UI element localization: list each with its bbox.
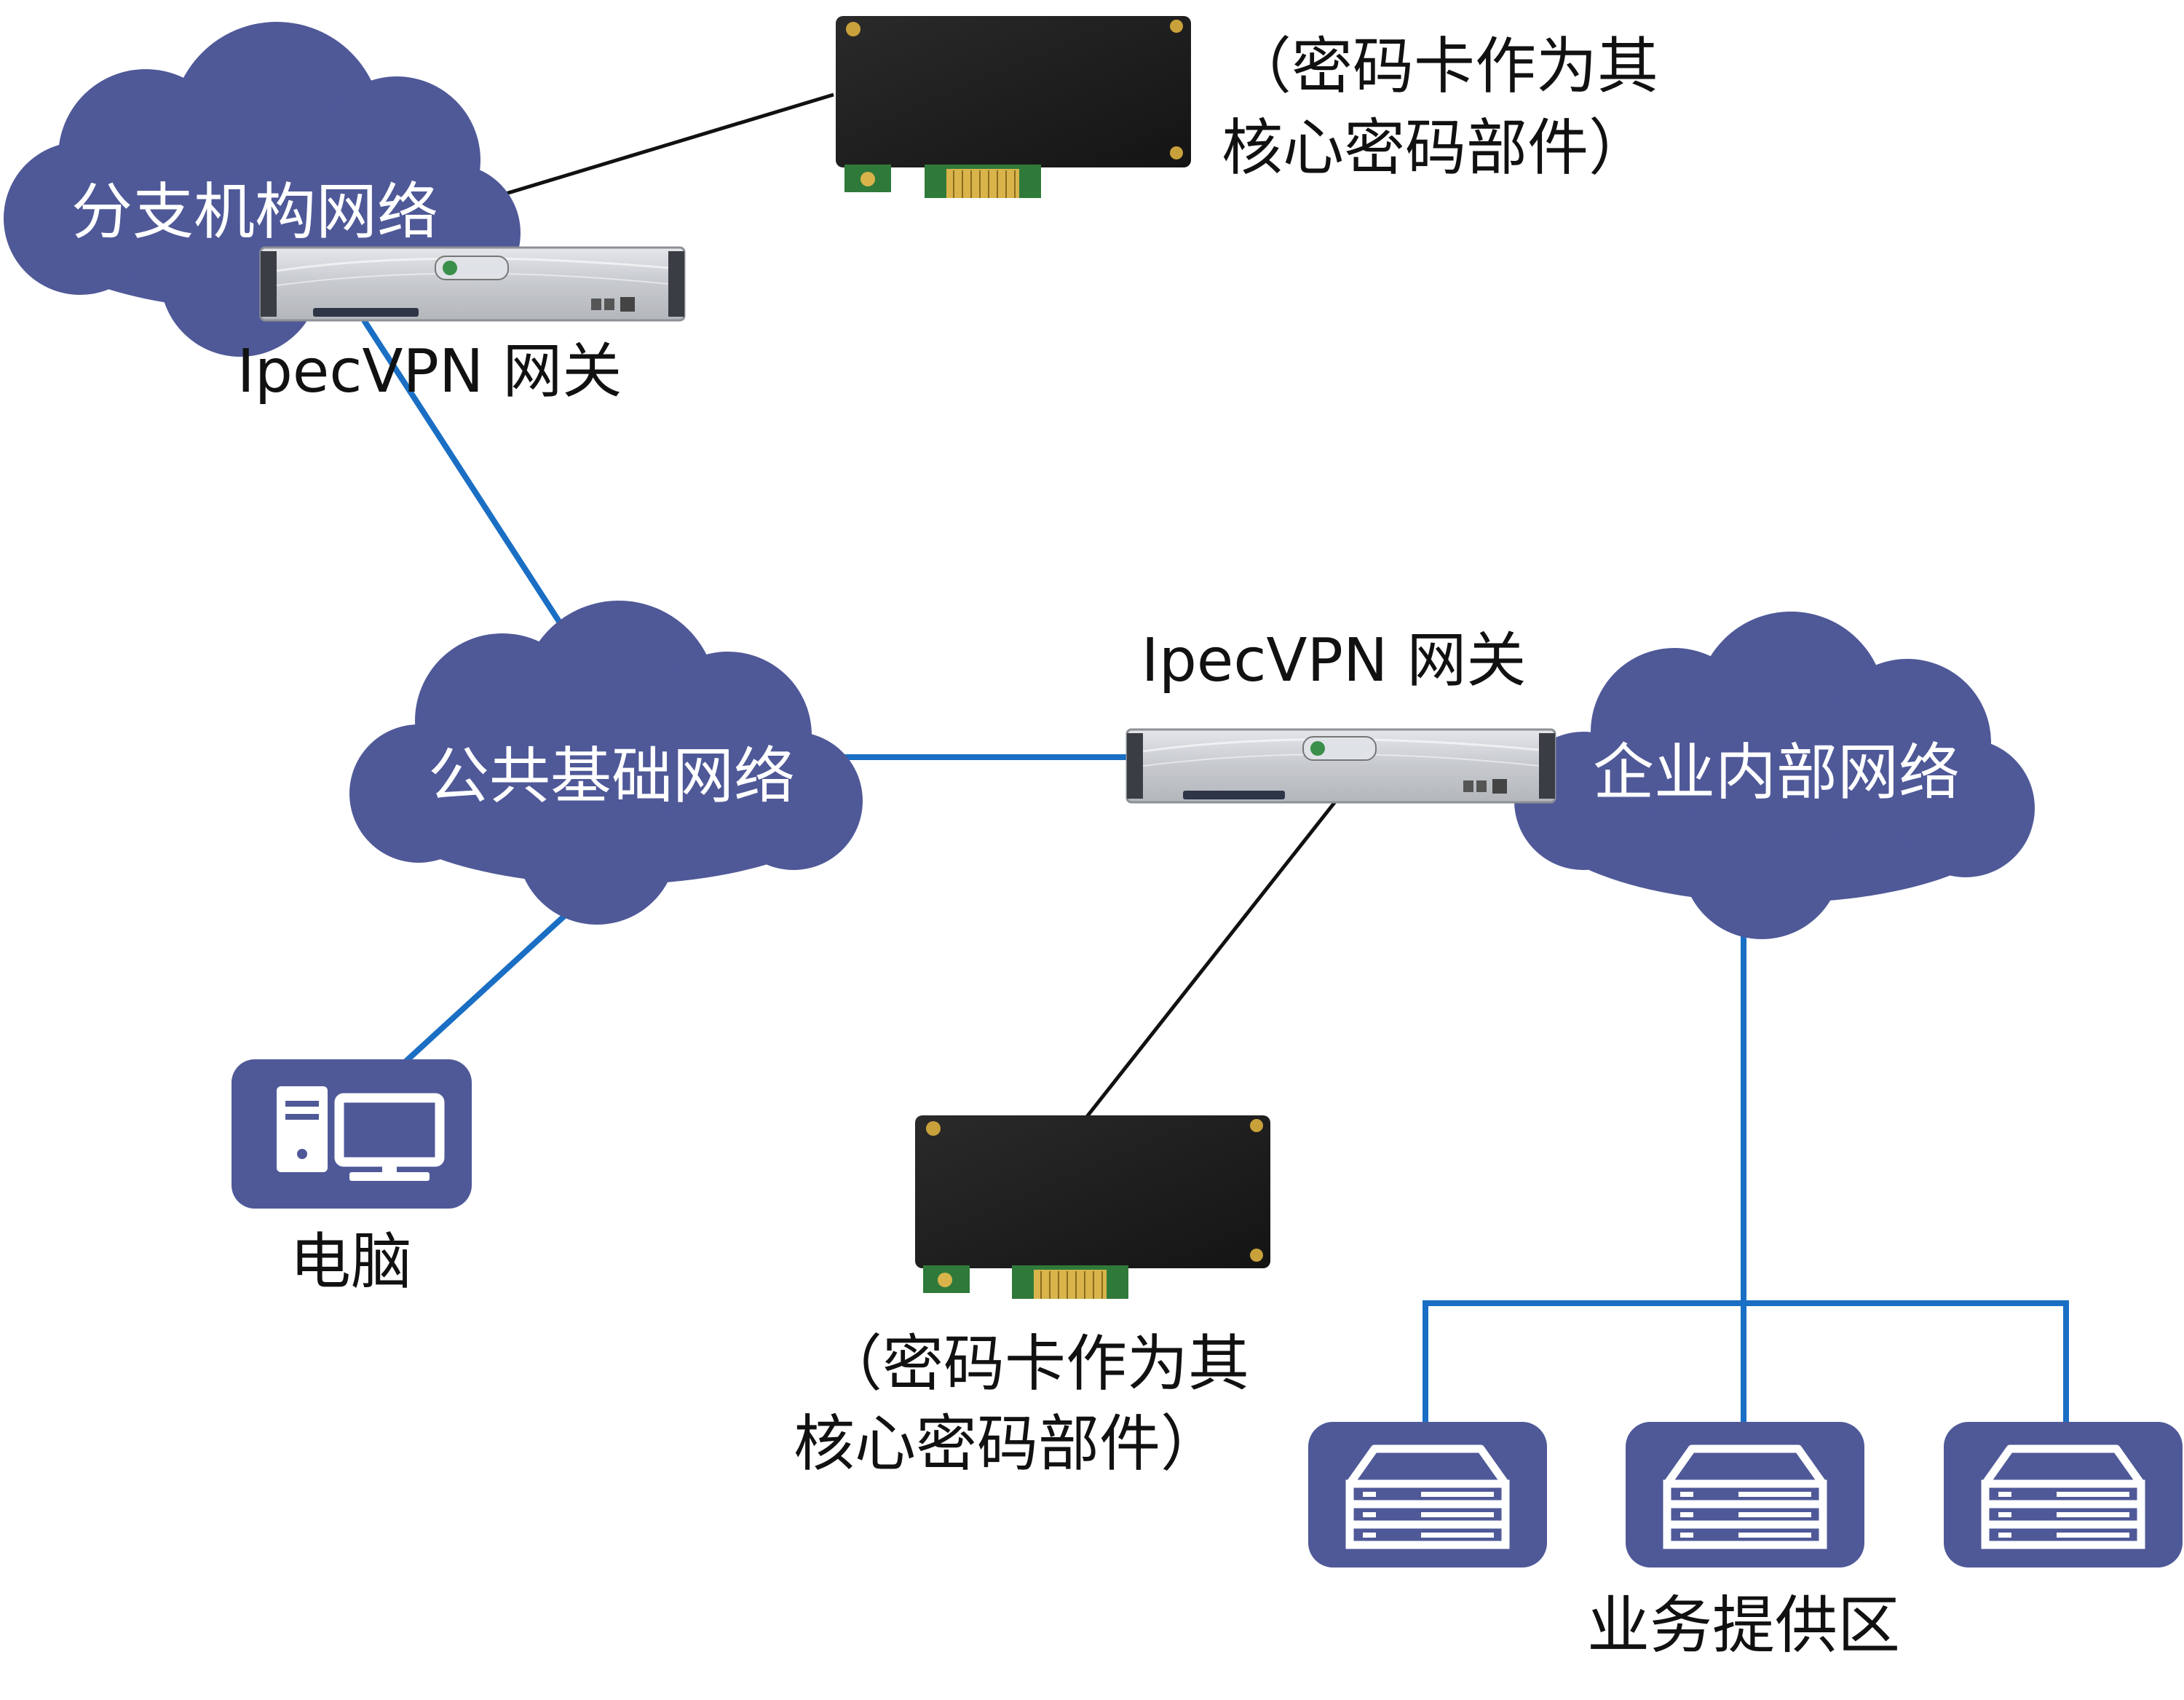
cloud-icon <box>1514 612 2035 939</box>
link-public-to-pc <box>402 901 581 1065</box>
server-2 <box>1626 1422 1864 1567</box>
cloud-branch-label: 分支机构网络 <box>71 176 438 248</box>
crypto-card-top: （密码卡作为其 核心密码部件） <box>836 16 1658 198</box>
pc-node: 电脑 <box>232 1059 472 1297</box>
gateway-appliance-icon <box>1125 728 1556 804</box>
crypto-card-icon <box>915 1115 1270 1299</box>
gateway-middle-label: IpecVPN 网关 <box>1142 626 1527 695</box>
server-3 <box>1944 1422 2183 1567</box>
gateway-middle: IpecVPN 网关 <box>1125 626 1556 804</box>
server-icon <box>1626 1422 1864 1567</box>
server-icon <box>1944 1422 2183 1567</box>
pc-label: 电脑 <box>290 1226 412 1297</box>
crypto-card-icon <box>836 16 1191 198</box>
link-mid-gateway-to-bottom-card <box>1085 799 1337 1119</box>
server-icon <box>1308 1422 1547 1567</box>
gateway-appliance-icon <box>259 246 686 322</box>
links <box>361 92 2069 1423</box>
cloud-public-label: 公共基础网络 <box>428 740 795 812</box>
cloud-enterprise-label: 企业内部网络 <box>1593 737 1960 808</box>
gateway-top: IpecVPN 网关 <box>237 246 686 406</box>
crypto-card-top-caption-line2: 核心密码部件） <box>1222 112 1650 183</box>
cloud-icon <box>349 601 863 925</box>
gateway-top-label: IpecVPN 网关 <box>237 337 622 406</box>
crypto-card-bottom-caption-line2: 核心密码部件） <box>794 1408 1222 1479</box>
cloud-enterprise-network: 企业内部网络 <box>1514 612 2035 939</box>
crypto-card-bottom-caption-line1: （密码卡作为其 <box>821 1328 1249 1399</box>
servers-zone-label: 业务提供区 <box>1587 1589 1900 1662</box>
link-branch-gateway-to-public <box>361 318 574 643</box>
crypto-card-top-caption-line1: （密码卡作为其 <box>1230 31 1658 102</box>
server-1 <box>1308 1422 1547 1567</box>
servers-zone: 业务提供区 <box>1308 1422 2183 1662</box>
crypto-card-bottom: （密码卡作为其 核心密码部件） <box>794 1115 1270 1479</box>
computer-icon <box>232 1059 472 1209</box>
cloud-public-network: 公共基础网络 <box>349 601 863 925</box>
link-branch-to-top-card <box>476 92 834 205</box>
